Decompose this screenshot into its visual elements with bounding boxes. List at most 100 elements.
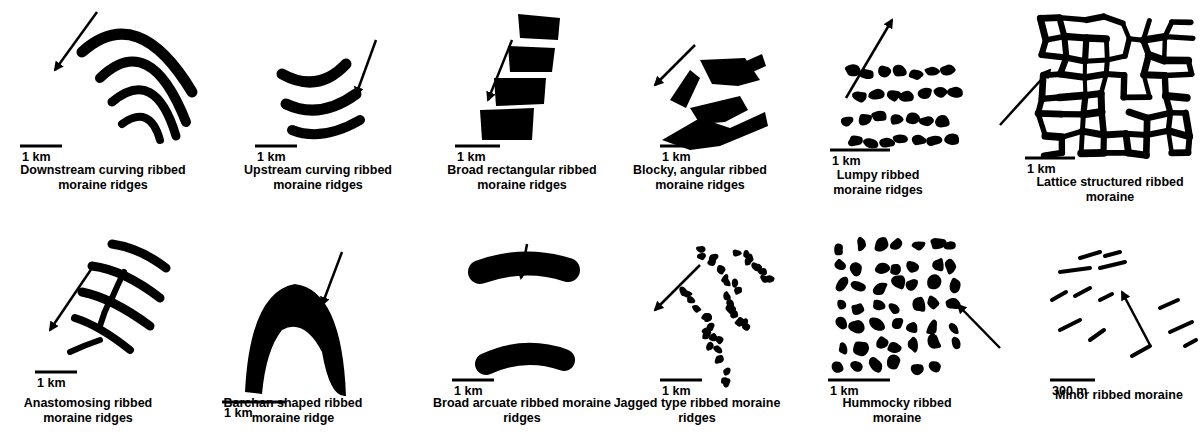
moraine-ridge [893,65,907,77]
moraine-ridge [909,70,924,80]
moraine-ridge [887,354,900,369]
moraine-ridge [1042,55,1067,58]
moraine-ridge [707,258,716,266]
moraine-ridge [1104,39,1110,60]
moraine-ridge [1059,18,1086,20]
moraine-ridge [876,336,888,348]
moraine-ridge [751,262,759,271]
moraine-ridge [890,264,901,275]
moraine-ridge [837,300,846,310]
moraine-ridge [926,320,937,335]
moraine-ridge [1100,294,1112,300]
ice-flow-arrow [846,20,892,98]
panel-caption: Jagged type ribbed moraine ridges [607,396,787,426]
moraine-ridge [1104,17,1123,24]
moraine-ridge [932,258,943,271]
moraine-ridge [906,279,918,291]
moraine-ridge [1060,74,1085,77]
moraine-ridge [834,259,846,270]
moraine-ridge [735,54,766,74]
moraine-ridge [851,303,864,315]
moraine-ridge [742,323,750,331]
moraine-ridge [908,337,918,353]
moraine-ridge [758,268,767,275]
moraine-ridge [836,277,849,292]
scale-bar [20,145,62,148]
scale-bar [828,379,890,382]
ice-flow-arrow [521,244,527,278]
moraine-ridge [1085,60,1107,61]
scale-bar [35,371,77,374]
moraine-ridge [890,238,902,250]
moraine-ridge [1104,150,1129,156]
ice-flow-arrow [655,45,695,85]
moraine-ridge [952,337,961,349]
ice-flow-arrow [1122,292,1150,345]
moraine-ridge [486,354,564,364]
scale-bar [452,379,494,382]
scale-label: 1 km [1027,162,1056,177]
scale-label: 1 km [37,376,66,391]
moraine-ridge [927,296,939,310]
moraine-ridge [878,66,891,78]
scale-bar [1050,379,1095,382]
moraine-ridge [518,14,560,40]
moraine-ridge [1120,75,1127,97]
moraine-ridge [1172,149,1188,156]
moraine-ridge [1040,18,1046,40]
moraine-ridge [734,287,742,295]
moraine-ridge [1081,149,1103,157]
moraine-ridge [834,243,843,255]
moraine-ridge [1080,252,1100,258]
scale-bar [1025,157,1075,160]
moraine-ridge [662,112,768,150]
moraine-ridge [1105,252,1120,256]
ice-flow-arrow [958,305,1000,348]
moraine-ridge [1060,268,1090,272]
moraine-ridge [1044,153,1062,156]
moraine-ridge [92,266,160,298]
scale-label: 1 km [22,150,51,165]
moraine-ridge [715,336,724,344]
moraine-ridge [853,342,869,357]
moraine-ridge [868,89,885,100]
moraine-ridge [112,272,124,298]
moraine-ridge [1168,131,1189,137]
moraine-ridge [292,120,360,134]
moraine-ridge [733,249,742,256]
scale-bar [660,379,702,382]
moraine-ridge [1147,113,1170,118]
moraine-ridge [697,253,706,260]
scale-bar [255,145,297,148]
scale-bar [455,145,500,148]
moraine-ridge [480,108,534,140]
moraine-ridge [927,274,941,289]
moraine-ridge [926,136,942,146]
moraine-ridge [892,318,904,329]
panel-caption: Upstream curving ribbed moraine ridges [228,163,408,193]
panel-caption: Lumpy ribbed moraine ridges [819,168,937,198]
moraine-ridge [1172,19,1191,25]
moraine-ridge [887,342,901,353]
moraine-ridge [848,136,863,147]
moraine-ridge [869,357,882,373]
moraine-ridge [875,237,889,252]
scale-label: 1 km [457,150,486,165]
ice-flow-arrow [50,268,92,330]
moraine-ridge [723,278,730,286]
moraine-ridge [839,342,848,354]
moraine-ridge [944,241,956,249]
moraine-ridge [1144,71,1165,79]
moraine-ridge [508,46,555,72]
moraine-ridge [945,259,956,275]
moraine-ridge [950,278,961,294]
moraine-ridge [706,342,714,351]
moraine-ridge [925,67,940,76]
moraine-ridge [1125,39,1129,56]
moraine-ridge [723,378,730,387]
moraine-ridge [1124,94,1150,100]
moraine-ridge [1085,74,1107,77]
panel-caption: Minor ribbed moraine [1039,388,1199,403]
moraine-ridge [863,138,878,148]
